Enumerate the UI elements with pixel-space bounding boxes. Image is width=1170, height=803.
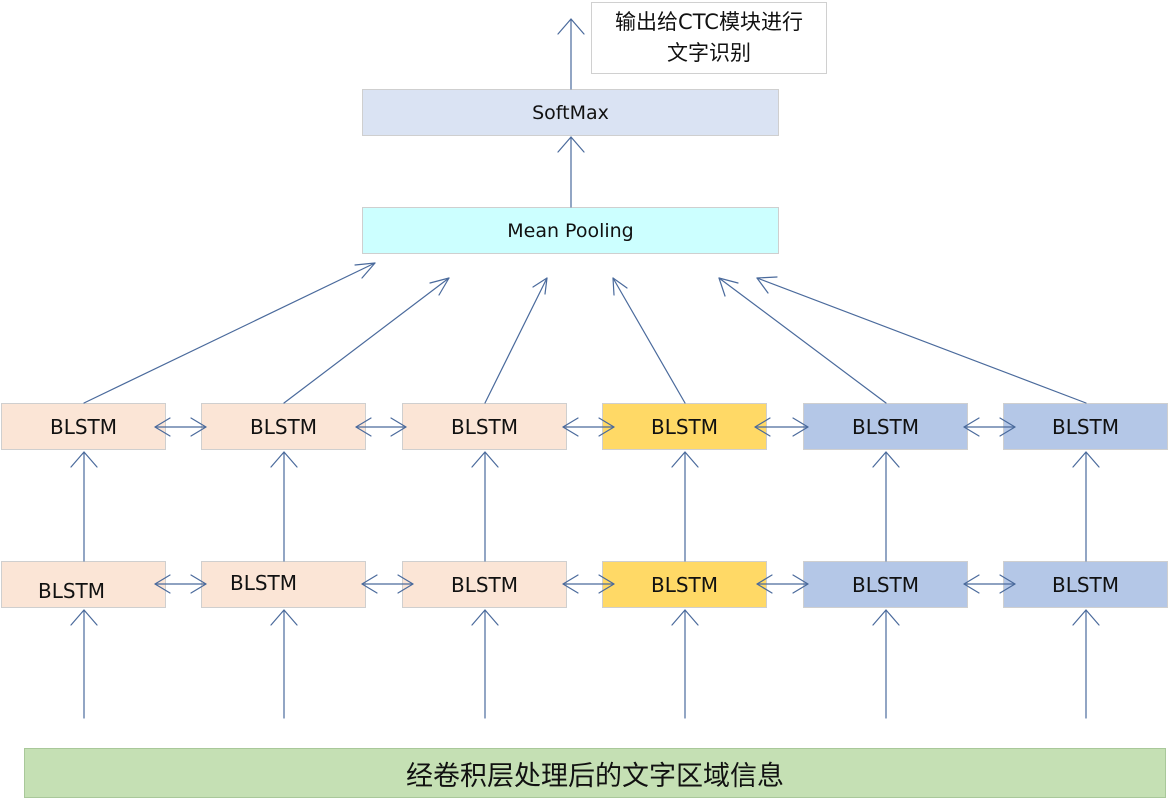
arrow-upper5-to-pooling xyxy=(718,277,887,404)
arrow-pooling-to-softmax xyxy=(557,136,585,208)
softmax-box: SoftMax xyxy=(362,89,779,136)
arrow-input-to-lower4 xyxy=(671,609,699,719)
arrow-input-to-lower2 xyxy=(270,609,298,719)
blstm-upper-2: BLSTM xyxy=(201,403,366,450)
arrow-upper4-to-pooling xyxy=(612,277,686,404)
blstm-lower-3: BLSTM xyxy=(402,561,567,608)
arrow-lower3-to-upper3 xyxy=(471,451,499,562)
input-feature-label: 经卷积层处理后的文字区域信息 xyxy=(406,760,784,792)
arrow-input-to-lower3 xyxy=(471,609,499,719)
arrow-lower1-to-upper1 xyxy=(70,451,98,562)
blstm-label: BLSTM xyxy=(229,570,298,595)
output-note-line-1: 输出给CTC模块进行 xyxy=(615,10,803,34)
blstm-label: BLSTM xyxy=(1051,572,1120,597)
mean-pooling-box: Mean Pooling xyxy=(362,207,779,254)
arrow-input-to-lower1 xyxy=(70,609,98,719)
blstm-label: BLSTM xyxy=(49,414,118,439)
softmax-label: SoftMax xyxy=(532,101,609,124)
blstm-label: BLSTM xyxy=(650,572,719,597)
blstm-label: BLSTM xyxy=(450,414,519,439)
blstm-upper-3: BLSTM xyxy=(402,403,567,450)
blstm-label: BLSTM xyxy=(1051,414,1120,439)
arrow-input-to-lower6 xyxy=(1072,609,1100,719)
arrow-lower2-to-upper2 xyxy=(270,451,298,562)
blstm-label: BLSTM xyxy=(851,414,920,439)
arrow-upper6-to-pooling xyxy=(756,276,1087,404)
output-note: 输出给CTC模块进行 文字识别 xyxy=(591,2,827,74)
arrow-input-to-lower5 xyxy=(872,609,900,719)
blstm-lower-5: BLSTM xyxy=(803,561,968,608)
blstm-upper-6: BLSTM xyxy=(1003,403,1168,450)
mean-pooling-label: Mean Pooling xyxy=(507,219,634,242)
blstm-lower-2: BLSTM xyxy=(201,561,366,608)
arrow-upper3-to-pooling xyxy=(484,277,548,404)
input-feature-bar: 经卷积层处理后的文字区域信息 xyxy=(24,748,1166,798)
blstm-label: BLSTM xyxy=(851,572,920,597)
output-note-line-2: 文字识别 xyxy=(667,41,751,65)
arrow-lower4-to-upper4 xyxy=(671,451,699,562)
blstm-upper-4: BLSTM xyxy=(602,403,767,450)
blstm-lower-1: BLSTM xyxy=(1,561,166,608)
arrow-upper1-to-pooling xyxy=(83,262,376,404)
arrow-upper2-to-pooling xyxy=(283,277,450,404)
arrow-lower6-to-upper6 xyxy=(1072,451,1100,562)
arrow-softmax-to-output xyxy=(557,18,585,90)
blstm-label: BLSTM xyxy=(37,578,106,603)
blstm-upper-1: BLSTM xyxy=(1,403,166,450)
blstm-lower-6: BLSTM xyxy=(1003,561,1168,608)
blstm-label: BLSTM xyxy=(650,414,719,439)
blstm-upper-5: BLSTM xyxy=(803,403,968,450)
arrow-lower5-to-upper5 xyxy=(872,451,900,562)
blstm-label: BLSTM xyxy=(249,414,318,439)
blstm-lower-4: BLSTM xyxy=(602,561,767,608)
blstm-label: BLSTM xyxy=(450,572,519,597)
